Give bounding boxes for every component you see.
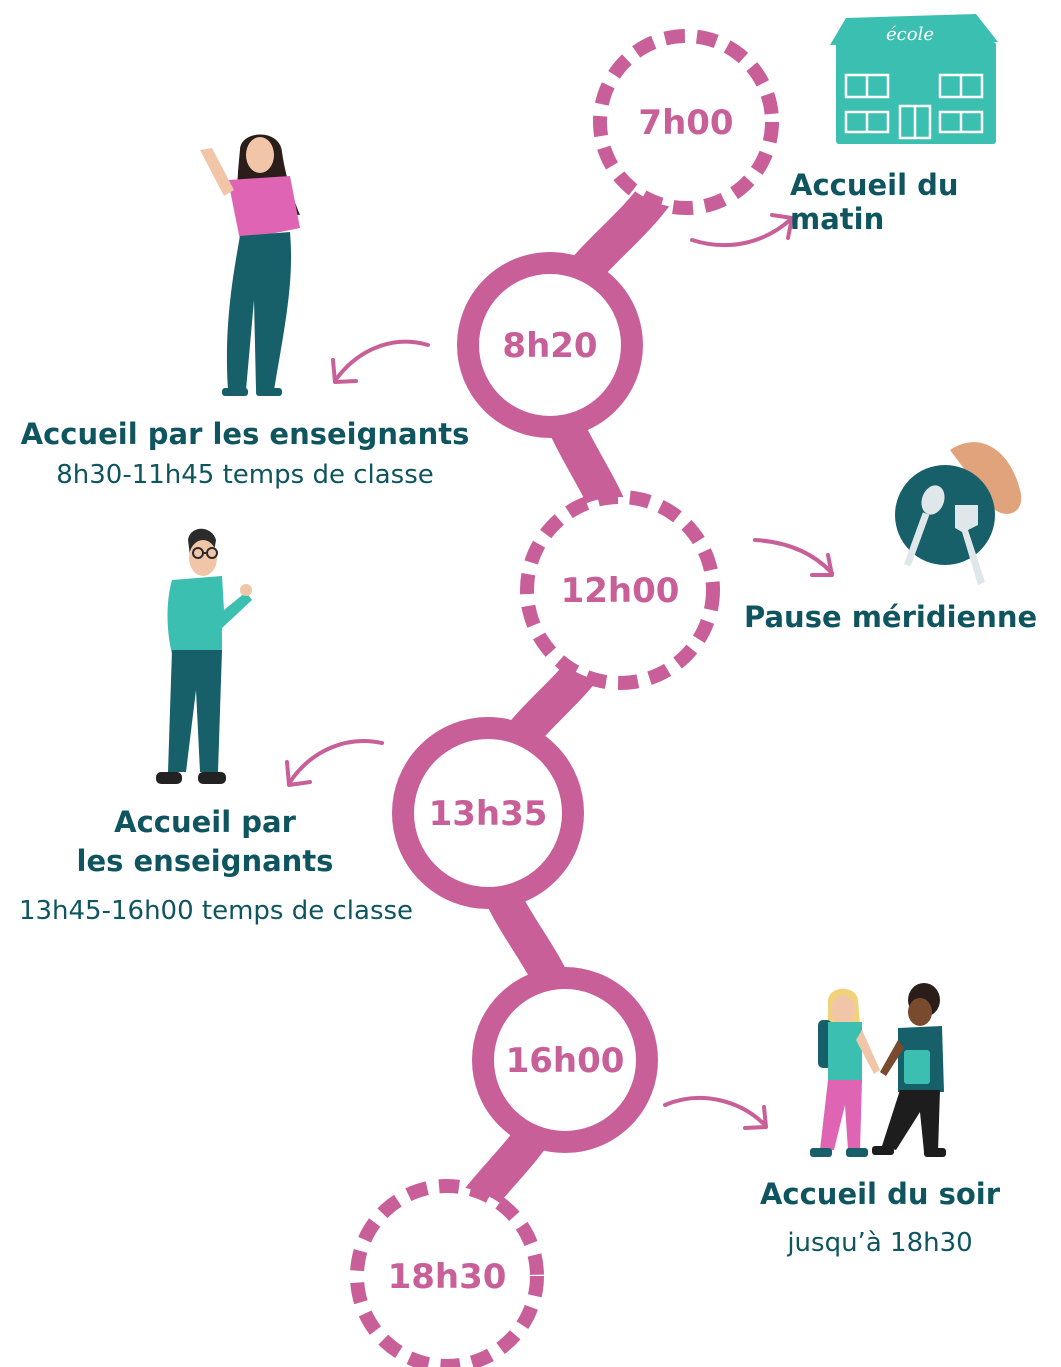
plate-cutlery-icon — [895, 442, 1022, 585]
node-8h20 — [457, 252, 643, 438]
arrow-icon — [690, 213, 794, 248]
arrow-icon — [753, 538, 834, 577]
lunch-title: Pause méridienne — [744, 600, 1038, 634]
node-18h30 — [350, 1179, 544, 1367]
time-16h00: 16h00 — [506, 1041, 625, 1081]
node-7h00 — [593, 29, 779, 215]
node-16h00 — [472, 967, 658, 1153]
node-12h00 — [520, 490, 720, 690]
teachers-pm-title-line2: les enseignants — [76, 844, 334, 878]
school-sign: école — [886, 24, 934, 45]
evening-subtitle: jusqu’à 18h30 — [787, 1228, 973, 1258]
man-glasses-icon — [156, 528, 252, 784]
woman-waving-icon — [200, 134, 300, 396]
time-8h20: 8h20 — [502, 326, 597, 366]
arrow-icon — [663, 1096, 768, 1130]
school-building-icon: école — [830, 14, 998, 144]
evening-title: Accueil du soir — [759, 1177, 1001, 1211]
teachers-am-subtitle: 8h30-11h45 temps de classe — [56, 460, 434, 490]
arrow-icon — [285, 739, 384, 787]
time-18h30: 18h30 — [388, 1257, 507, 1297]
time-13h35: 13h35 — [429, 794, 548, 834]
teachers-pm-title-line1: Accueil par — [114, 805, 296, 839]
teachers-pm-subtitle: 13h45-16h00 temps de classe — [18, 896, 414, 926]
arrow-icon — [331, 339, 430, 384]
time-7h00: 7h00 — [638, 103, 733, 143]
morning-title: Accueil du matin — [790, 168, 959, 236]
teachers-am-title: Accueil par les enseignants — [20, 417, 470, 451]
time-12h00: 12h00 — [561, 571, 680, 611]
node-13h35 — [392, 717, 584, 909]
children-icon — [810, 983, 946, 1157]
